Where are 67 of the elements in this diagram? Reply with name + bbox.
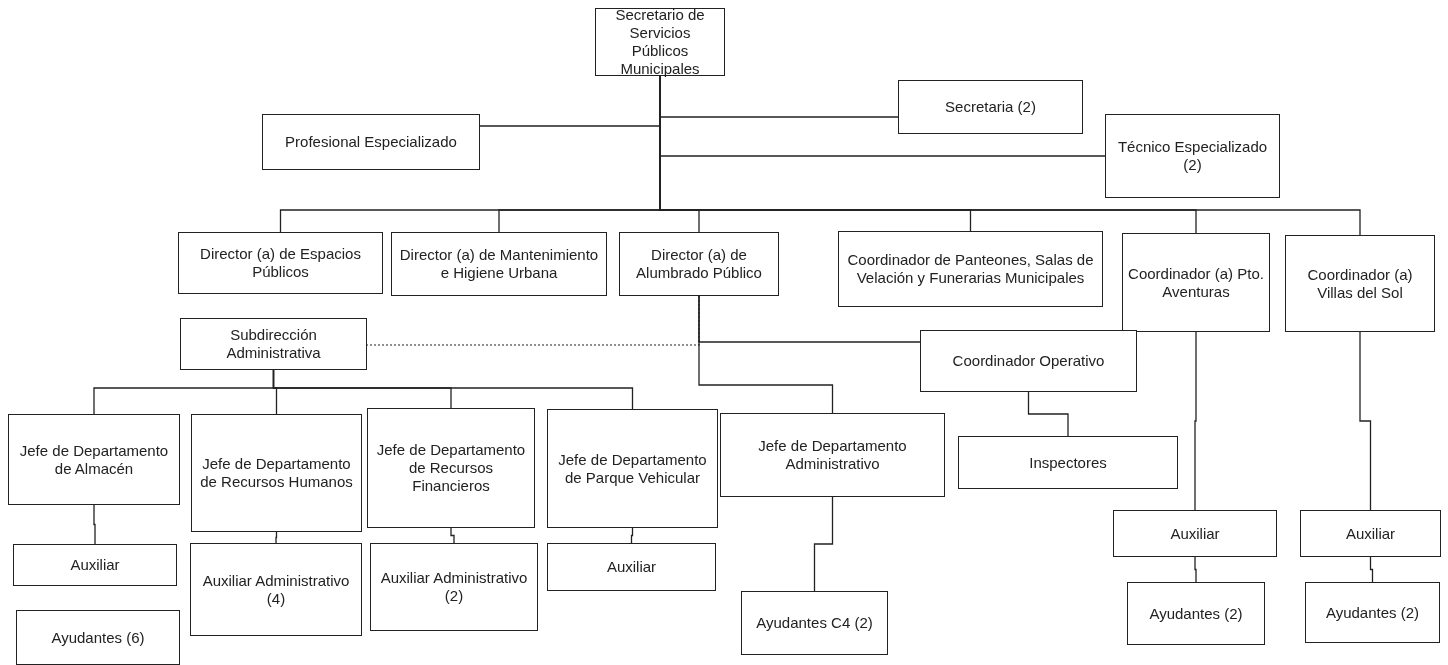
org-box <box>1105 114 1280 198</box>
position-title: Jefe de Departamento de Recursos Humanos <box>199 455 354 491</box>
position-title: Jefe de Departamento de Recursos Financieros <box>375 441 527 495</box>
org-box <box>1127 582 1265 645</box>
connector-line <box>1369 556 1374 583</box>
org-box <box>720 413 945 497</box>
org-box <box>595 8 725 76</box>
position-title: Director (a) de Espacios Públicos <box>199 245 362 281</box>
org-box <box>8 414 180 505</box>
position-title: Jefe de Departamento Administrativo <box>757 437 908 473</box>
position-title: Coordinador (a) Pto. Aventuras <box>1127 264 1265 301</box>
position-title: Ayudantes (6) <box>51 628 145 647</box>
position-title: Ayudantes (2) <box>1325 603 1420 622</box>
org-box <box>370 543 538 631</box>
connector-line <box>698 295 834 414</box>
org-box <box>741 591 888 655</box>
position-title: Director (a) de Mantenimiento e Higiene Urbana <box>398 246 600 282</box>
position-title: Auxiliar <box>1345 524 1396 543</box>
org-box <box>1285 235 1435 332</box>
org-box <box>367 408 535 528</box>
org-box <box>190 543 362 636</box>
org-box <box>1300 510 1441 557</box>
connector-line <box>1359 331 1372 511</box>
connector-line <box>272 369 634 410</box>
connector-line <box>450 527 455 544</box>
connector-line <box>1194 556 1197 583</box>
connector-line <box>275 531 278 544</box>
position-title: Jefe de Departamento de Almacén <box>18 441 170 478</box>
position-title: Secretario de Servicios Públicos Municipales <box>614 6 706 78</box>
connector-line <box>93 504 96 545</box>
org-box <box>16 610 180 665</box>
org-box <box>180 318 367 370</box>
org-box <box>178 232 383 294</box>
org-box <box>547 409 718 528</box>
org-box <box>191 414 362 532</box>
org-box <box>958 436 1178 489</box>
org-box <box>547 543 716 591</box>
position-title: Profesional Especializado <box>285 133 457 151</box>
org-box <box>391 232 607 296</box>
position-title: Ayudantes (2) <box>1149 604 1243 623</box>
org-box <box>1113 510 1277 557</box>
org-box <box>1305 582 1440 643</box>
position-title: Subdirección Administrativa <box>225 326 322 362</box>
org-box <box>1122 233 1270 332</box>
position-title: Auxiliar <box>70 556 120 574</box>
connector-line <box>1194 331 1197 511</box>
org-box <box>838 231 1103 307</box>
position-title: Auxiliar Administrativo (2) <box>379 569 529 605</box>
org-box <box>262 114 480 170</box>
connector-line <box>1027 391 1069 437</box>
position-title: Coordinador de Panteones, Salas de Velación y Funerarias Municipales <box>846 251 1095 287</box>
position-title: Auxiliar <box>1170 524 1220 543</box>
position-title: Auxiliar Administrativo (4) <box>201 571 351 608</box>
org-box <box>920 330 1137 392</box>
position-title: Ayudantes C4 (2) <box>756 614 873 632</box>
position-title: Inspectores <box>1029 453 1107 472</box>
position-title: Coordinador Operativo <box>952 352 1105 370</box>
org-box <box>13 544 177 586</box>
org-box <box>619 232 779 296</box>
position-title: Técnico Especializado (2) <box>1116 138 1269 174</box>
position-title: Secretaria (2) <box>945 98 1036 116</box>
position-title: Director (a) de Alumbrado Público <box>635 246 763 282</box>
connector-line <box>813 496 834 592</box>
org-box <box>898 80 1083 134</box>
position-title: Auxiliar <box>606 558 657 576</box>
position-title: Coordinador (a) Villas del Sol <box>1306 265 1414 302</box>
position-title: Jefe de Departamento de Parque Vehicular <box>557 450 708 487</box>
